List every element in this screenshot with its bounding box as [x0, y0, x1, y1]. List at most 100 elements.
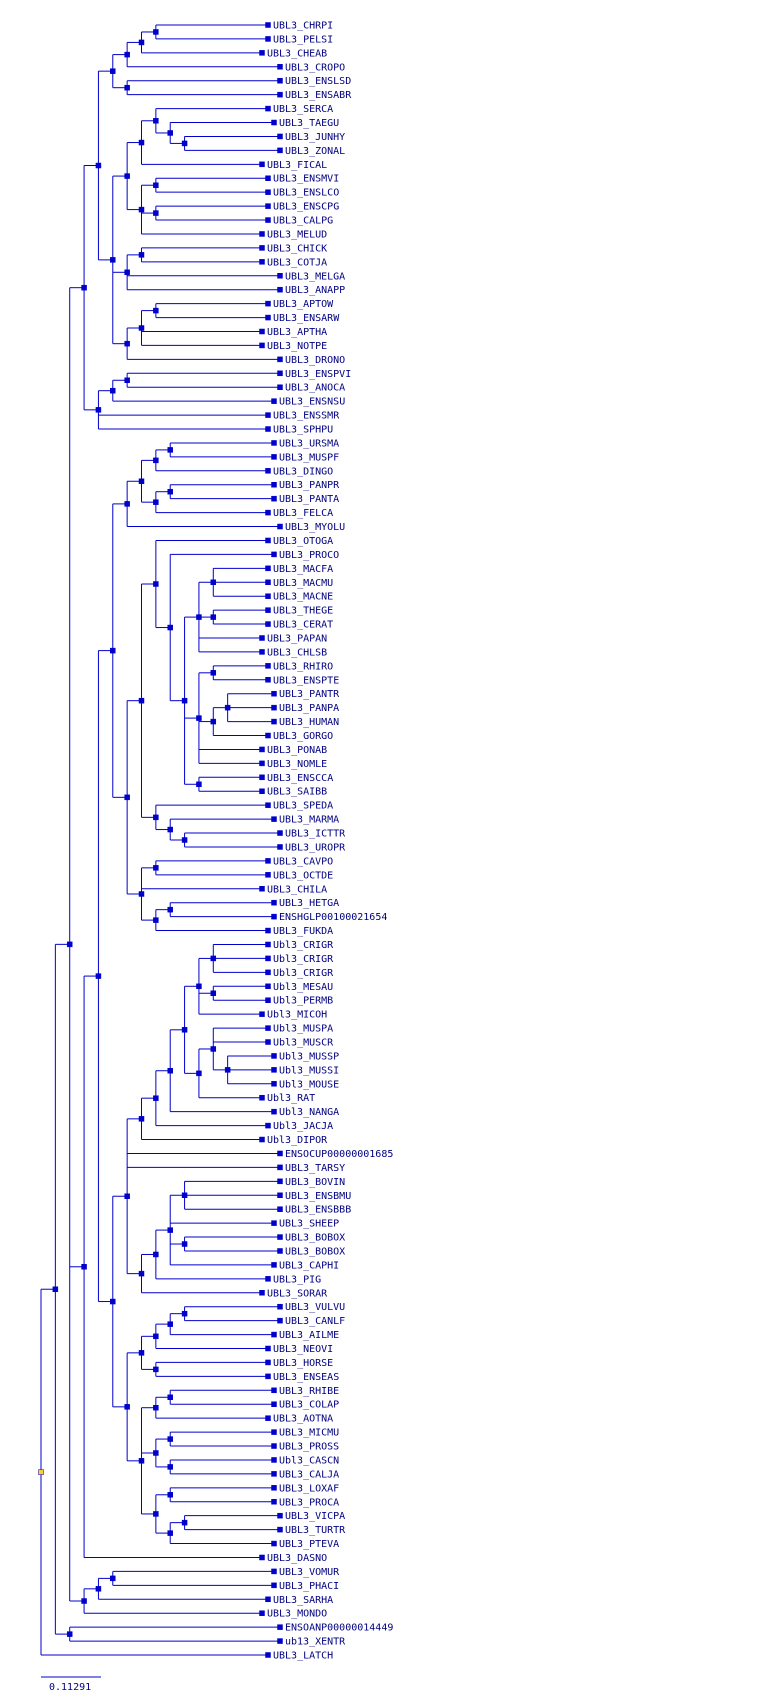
leaf-node[interactable]	[259, 1136, 265, 1143]
internal-node[interactable]	[110, 387, 116, 394]
leaf-node[interactable]	[277, 1206, 283, 1212]
internal-node[interactable]	[153, 865, 159, 871]
internal-node[interactable]	[124, 501, 130, 507]
leaf-node[interactable]	[271, 454, 277, 460]
internal-node[interactable]	[110, 647, 116, 654]
leaf-node[interactable]	[271, 440, 277, 446]
leaf-node[interactable]	[259, 774, 265, 781]
leaf-node[interactable]	[271, 481, 277, 488]
leaf-node[interactable]	[265, 941, 271, 948]
internal-node[interactable]	[167, 1394, 173, 1401]
leaf-node[interactable]	[277, 523, 283, 530]
internal-node[interactable]	[167, 1436, 173, 1442]
leaf-node[interactable]	[265, 203, 271, 209]
internal-node[interactable]	[181, 837, 188, 843]
internal-node[interactable]	[138, 139, 145, 146]
internal-node[interactable]	[167, 906, 173, 913]
internal-node[interactable]	[153, 182, 159, 188]
leaf-node[interactable]	[259, 1094, 265, 1101]
internal-node[interactable]	[153, 917, 159, 923]
internal-node[interactable]	[153, 1251, 159, 1258]
internal-node[interactable]	[124, 51, 130, 58]
internal-node[interactable]	[167, 1492, 173, 1498]
leaf-node[interactable]	[277, 91, 283, 98]
leaf-node[interactable]	[259, 245, 265, 251]
leaf-node[interactable]	[265, 969, 271, 976]
internal-node[interactable]	[196, 781, 202, 788]
internal-node[interactable]	[138, 1270, 145, 1277]
leaf-node[interactable]	[259, 1011, 265, 1017]
internal-node[interactable]	[124, 1404, 130, 1410]
internal-node[interactable]	[224, 1067, 231, 1073]
internal-node[interactable]	[95, 162, 102, 169]
leaf-node[interactable]	[277, 1638, 283, 1644]
leaf-node[interactable]	[265, 955, 271, 962]
internal-node[interactable]	[210, 614, 217, 620]
leaf-node[interactable]	[265, 593, 271, 599]
internal-node[interactable]	[138, 891, 145, 897]
leaf-node[interactable]	[277, 64, 283, 70]
leaf-node[interactable]	[271, 1429, 277, 1435]
internal-node[interactable]	[167, 1530, 173, 1536]
leaf-node[interactable]	[277, 77, 283, 84]
internal-node[interactable]	[196, 983, 202, 990]
internal-node[interactable]	[138, 325, 145, 331]
internal-node[interactable]	[153, 1333, 159, 1340]
internal-node[interactable]	[124, 84, 130, 91]
leaf-node[interactable]	[277, 356, 283, 363]
internal-node[interactable]	[153, 814, 159, 821]
internal-node[interactable]	[167, 1464, 173, 1470]
leaf-node[interactable]	[265, 1596, 271, 1603]
internal-node[interactable]	[153, 1511, 159, 1517]
leaf-node[interactable]	[265, 579, 271, 586]
internal-node[interactable]	[138, 1116, 145, 1122]
leaf-node[interactable]	[265, 1122, 271, 1129]
leaf-node[interactable]	[271, 1108, 277, 1115]
leaf-node[interactable]	[265, 1025, 271, 1031]
leaf-node[interactable]	[265, 1415, 271, 1421]
leaf-node[interactable]	[271, 1457, 277, 1463]
leaf-node[interactable]	[259, 886, 265, 892]
leaf-node[interactable]	[271, 704, 277, 711]
internal-node[interactable]	[95, 407, 102, 413]
internal-node[interactable]	[181, 140, 188, 147]
internal-node[interactable]	[181, 1519, 188, 1526]
leaf-node[interactable]	[277, 370, 283, 377]
internal-node[interactable]	[138, 1458, 145, 1464]
leaf-node[interactable]	[259, 760, 265, 767]
leaf-node[interactable]	[271, 1387, 277, 1394]
leaf-node[interactable]	[265, 802, 271, 808]
leaf-node[interactable]	[265, 509, 271, 516]
leaf-node[interactable]	[265, 565, 271, 572]
internal-node[interactable]	[153, 1450, 159, 1456]
leaf-node[interactable]	[271, 913, 277, 920]
internal-node[interactable]	[167, 1321, 173, 1327]
internal-node[interactable]	[66, 1631, 73, 1637]
internal-node[interactable]	[52, 1286, 59, 1292]
leaf-node[interactable]	[271, 690, 277, 697]
internal-node[interactable]	[110, 1575, 116, 1582]
leaf-node[interactable]	[277, 1178, 283, 1185]
internal-node[interactable]	[124, 340, 130, 347]
leaf-node[interactable]	[271, 1220, 277, 1226]
leaf-node[interactable]	[271, 899, 277, 906]
leaf-node[interactable]	[265, 537, 271, 544]
leaf-node[interactable]	[271, 1582, 277, 1589]
internal-node[interactable]	[153, 118, 159, 124]
internal-node[interactable]	[138, 697, 145, 704]
leaf-node[interactable]	[271, 1262, 277, 1268]
leaf-node[interactable]	[259, 259, 265, 265]
internal-node[interactable]	[138, 206, 145, 213]
leaf-node[interactable]	[265, 36, 271, 42]
leaf-node[interactable]	[271, 1443, 277, 1449]
leaf-node[interactable]	[277, 1234, 283, 1240]
leaf-node[interactable]	[271, 119, 277, 126]
leaf-node[interactable]	[271, 1331, 277, 1338]
internal-node[interactable]	[181, 1241, 188, 1247]
internal-node[interactable]	[124, 794, 130, 801]
leaf-node[interactable]	[271, 1401, 277, 1407]
leaf-node[interactable]	[259, 746, 265, 753]
internal-node[interactable]	[81, 284, 87, 291]
internal-node[interactable]	[210, 955, 217, 962]
leaf-node[interactable]	[277, 1150, 283, 1157]
